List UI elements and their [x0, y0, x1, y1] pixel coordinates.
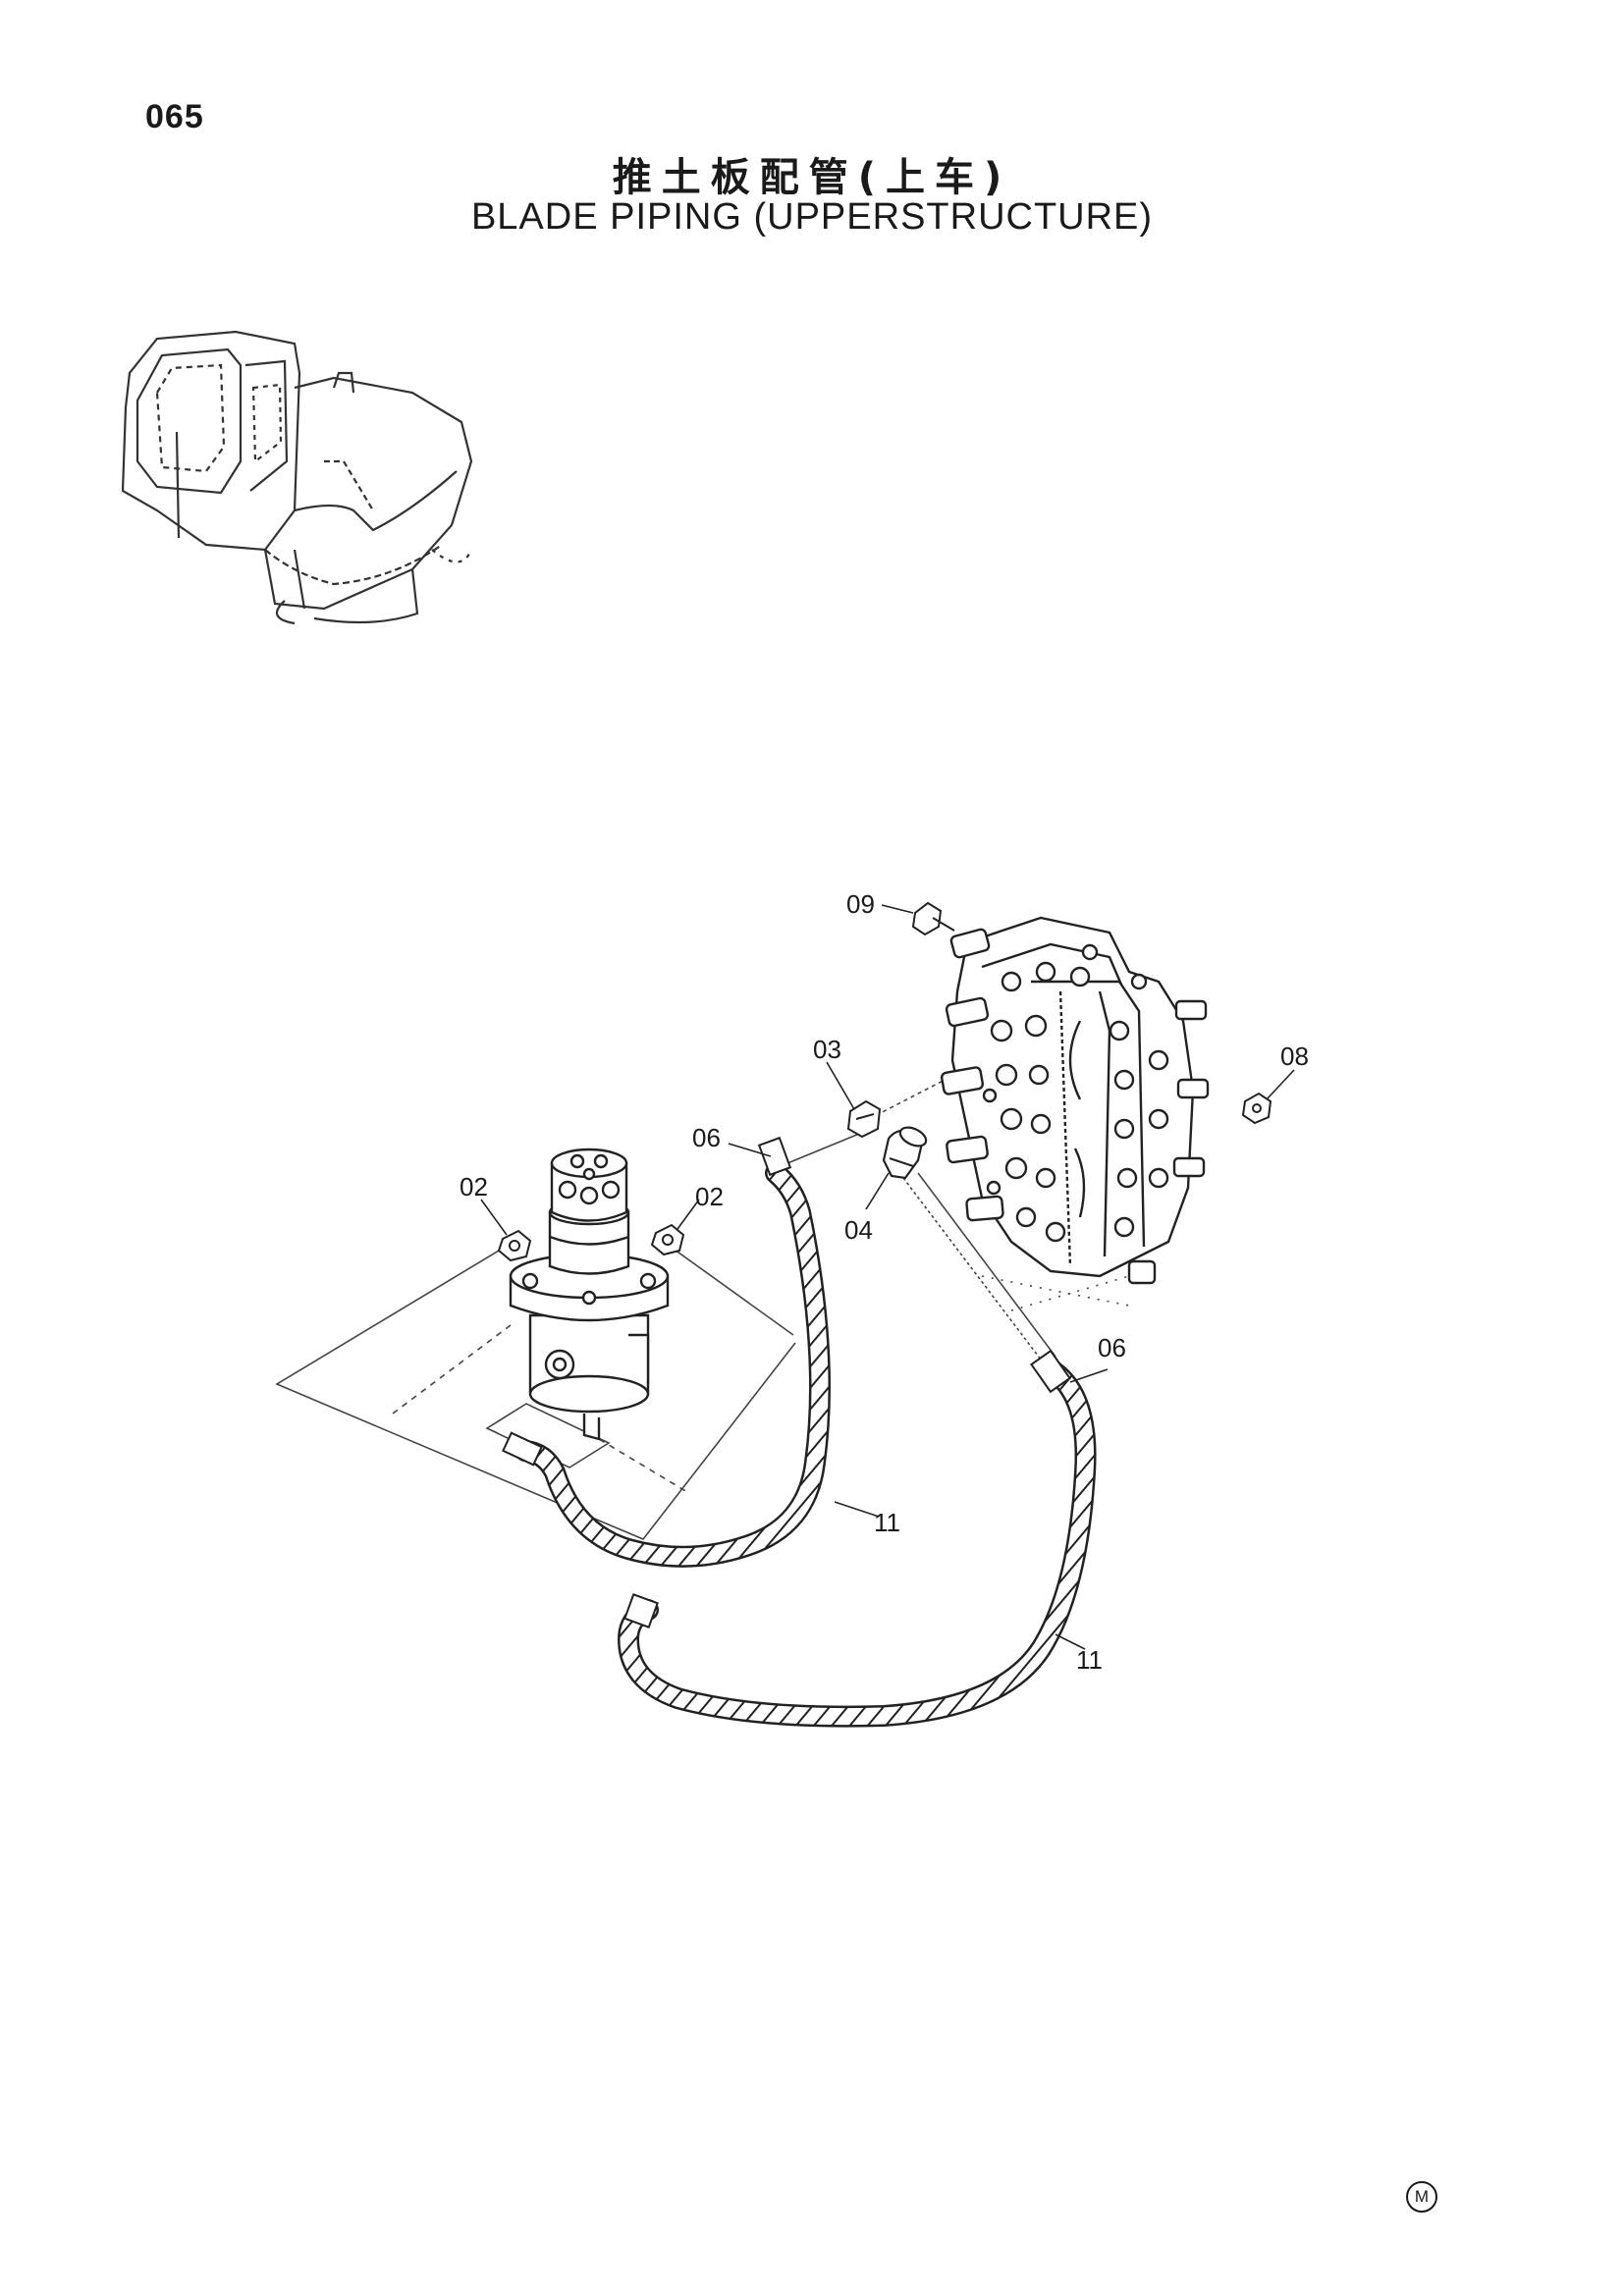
title-chinese: 推土板配管(上车) — [612, 155, 1012, 200]
callout-02-right: 02 — [695, 1182, 724, 1211]
hose-11-upper — [502, 1136, 831, 1568]
callout-02-left: 02 — [460, 1172, 488, 1201]
callout-06-left: 06 — [692, 1123, 721, 1152]
fitting-02-left — [497, 1229, 532, 1262]
callout-11-upper: 11 — [874, 1508, 900, 1537]
callout-03: 03 — [813, 1035, 841, 1064]
manufacturer-mark: M — [1406, 2181, 1437, 2213]
callout-06-right: 06 — [1098, 1333, 1126, 1362]
elbow-04 — [882, 1126, 928, 1180]
guide-lines — [275, 1044, 1130, 1540]
title-english: BLADE PIPING (UPPERSTRUCTURE) — [470, 196, 1154, 238]
callout-08: 08 — [1280, 1041, 1309, 1071]
callout-09: 09 — [846, 889, 875, 919]
fitting-08 — [1241, 1092, 1272, 1125]
callout-11-lower: 11 — [1076, 1645, 1103, 1675]
fitting-09 — [911, 901, 955, 936]
hose-11-lower — [617, 1349, 1097, 1728]
page-number: 065 — [145, 98, 204, 135]
leader-lines — [480, 904, 1295, 1650]
callout-labels: 09 03 08 06 02 02 04 06 11 11 — [460, 889, 1309, 1675]
swivel-joint — [509, 1148, 670, 1441]
excavator-thumbnail — [121, 330, 473, 625]
fitting-03 — [846, 1099, 882, 1139]
control-valve — [940, 916, 1210, 1285]
fitting-02-right — [650, 1223, 685, 1256]
callout-04: 04 — [844, 1215, 873, 1245]
